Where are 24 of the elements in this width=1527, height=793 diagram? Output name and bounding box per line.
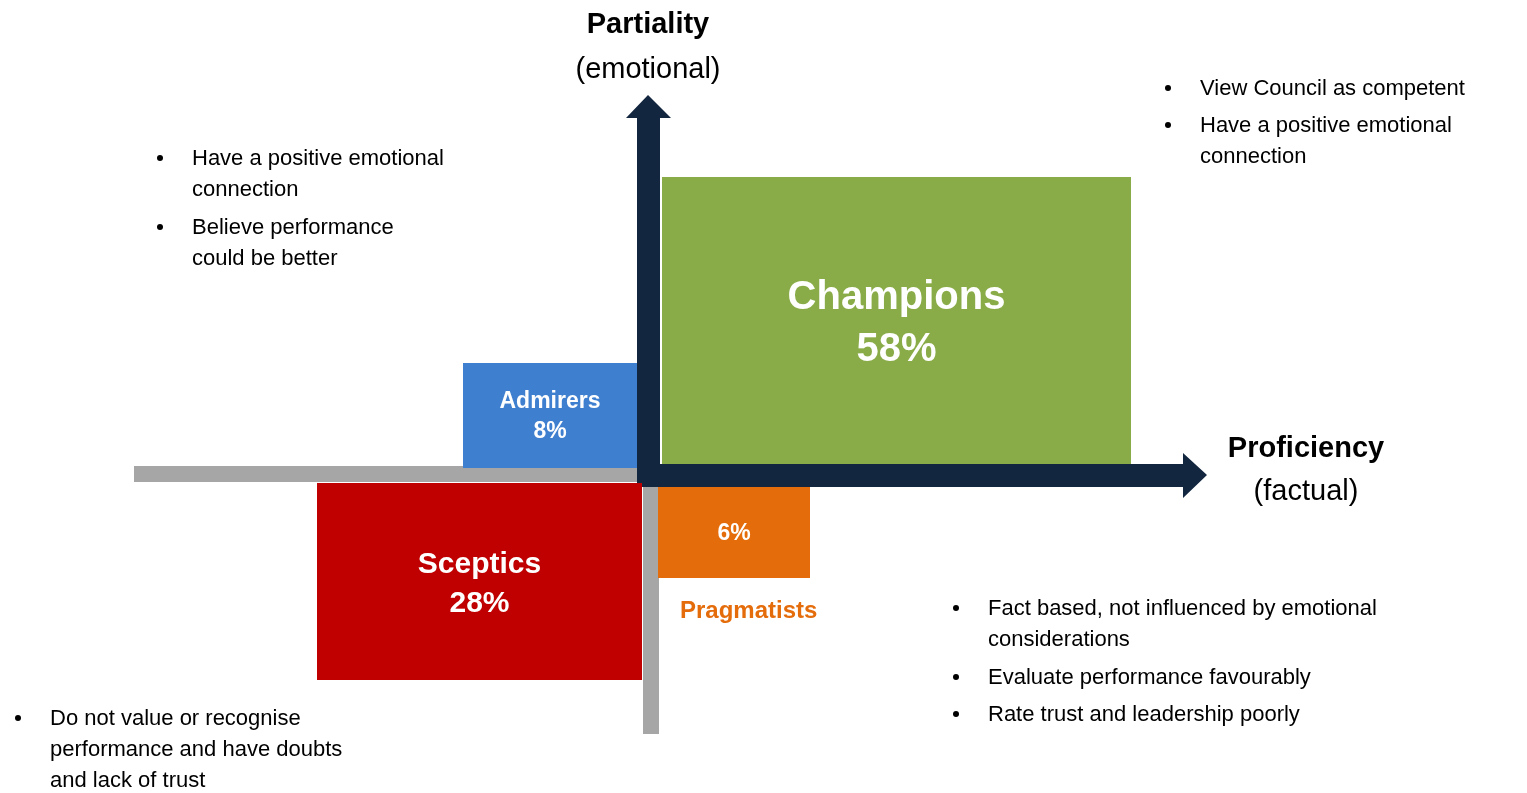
percentage-value: 28% bbox=[449, 583, 510, 620]
quadrant-box bbox=[463, 363, 637, 468]
quadrant-box bbox=[662, 177, 1131, 464]
bullet-point: Have a positive emotional connection bbox=[1163, 109, 1525, 171]
percentage-value: 6% bbox=[717, 517, 751, 547]
bullet-point: Fact based, not influenced by emotional considerations bbox=[951, 592, 1391, 654]
axis-subtitle: (emotional) bbox=[574, 53, 722, 84]
segment-name: Sceptics bbox=[417, 544, 542, 581]
segment-name: Admirers bbox=[499, 385, 601, 415]
bullet-point: View Council as competent bbox=[1163, 72, 1525, 103]
segment-name: Champions bbox=[787, 271, 1006, 319]
bullet-point: Rate trust and leadership poorly bbox=[951, 698, 1391, 729]
bullet-point: Have a positive emotional connection bbox=[155, 142, 447, 204]
bullet-point: Evaluate performance favourably bbox=[951, 661, 1391, 692]
percentage-value: 58% bbox=[856, 323, 937, 371]
bullet-point: Do not value or recognise performance and have doubts and lack of trust bbox=[13, 702, 373, 793]
quadrant-box bbox=[658, 487, 810, 578]
axis-title: Partiality bbox=[585, 8, 711, 39]
percentage-value: 8% bbox=[533, 415, 567, 445]
quadrant-box bbox=[317, 483, 642, 680]
axis-title: Proficiency bbox=[1226, 432, 1386, 463]
segment-name: Pragmatists bbox=[680, 596, 818, 624]
axis-subtitle: (factual) bbox=[1252, 475, 1360, 506]
bullet-point: Believe performance could be better bbox=[155, 211, 447, 273]
